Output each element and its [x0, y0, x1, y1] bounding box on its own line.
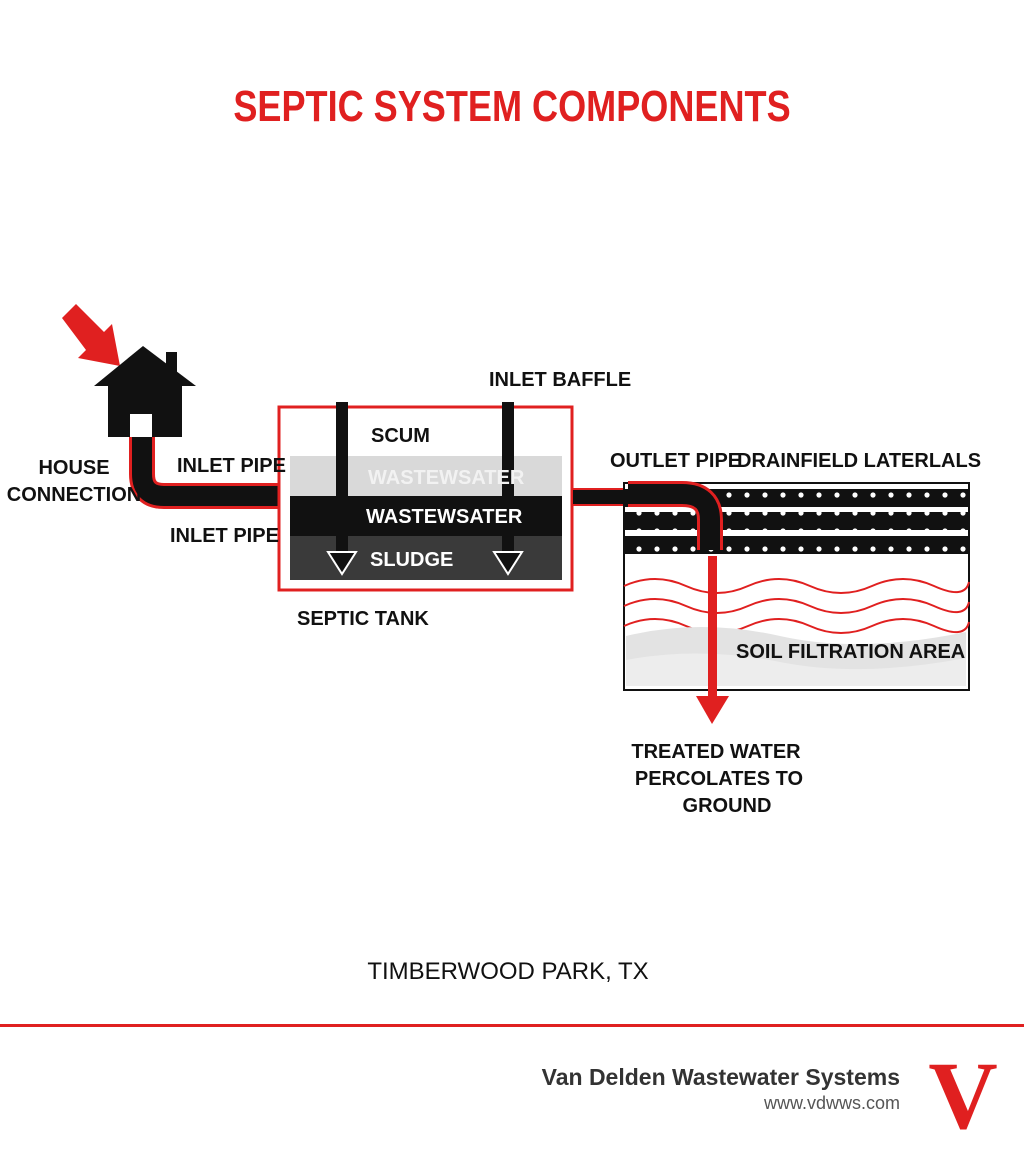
arrow-down-right-icon: [62, 304, 120, 366]
outlet-pipe: [571, 488, 629, 506]
sludge-label: SLUDGE: [370, 549, 453, 571]
inlet-pipe: [129, 437, 280, 509]
svg-text:V: V: [928, 1046, 997, 1136]
septic-tank-label: SEPTIC TANK: [297, 608, 429, 630]
inlet-baffle-arrow: [326, 402, 358, 576]
wastewater-lower-label: WASTEWSATER: [366, 506, 523, 528]
drainfield-laterals-label: DRAINFIELD LATERLALS: [737, 450, 981, 472]
inlet-pipe-label-bottom: INLET PIPE: [170, 525, 279, 547]
company-name: Van Delden Wastewater Systems: [541, 1064, 900, 1090]
footer-divider: [0, 1024, 1024, 1027]
scum-label: SCUM: [371, 425, 430, 447]
treated-water-label-1: TREATED WATER: [631, 741, 801, 763]
outlet-pipe-label: OUTLET PIPE: [610, 450, 741, 472]
arrow-down-icon: [696, 556, 729, 724]
page-title: SEPTIC SYSTEM COMPONENTS: [233, 82, 791, 131]
house-connection-label-1: HOUSE: [38, 457, 109, 479]
inlet-baffle-label: INLET BAFFLE: [489, 369, 631, 391]
drainfield: [623, 481, 970, 691]
house-icon: [94, 346, 196, 438]
company-info: Van Delden Wastewater Systems www.vdwws.…: [542, 1064, 900, 1114]
company-url: www.vdwws.com: [763, 1093, 900, 1113]
soil-filtration-label: SOIL FILTRATION AREA: [736, 641, 965, 663]
location-label: TIMBERWOOD PARK, TX: [367, 958, 648, 985]
house-connection-label-2: CONNECTION: [7, 484, 141, 506]
inlet-pipe-label-top: INLET PIPE: [177, 455, 286, 477]
outlet-baffle-arrow: [492, 402, 524, 576]
logo-v-icon: V: [928, 1046, 997, 1136]
treated-water-label-3: GROUND: [683, 795, 772, 817]
wastewater-upper-label: WASTEWSATER: [368, 467, 525, 489]
treated-water-label-2: PERCOLATES TO: [635, 768, 803, 790]
